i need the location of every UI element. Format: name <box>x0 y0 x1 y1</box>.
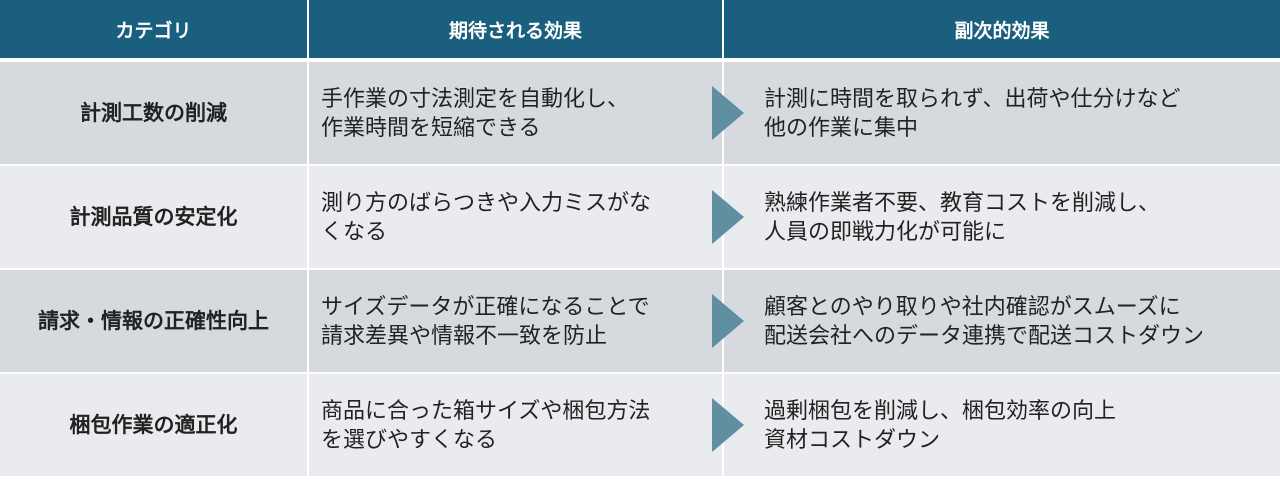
arrow-right-icon <box>712 86 744 140</box>
arrow-right-icon <box>712 190 744 244</box>
category-cell: 計測品質の安定化 <box>0 166 307 268</box>
arrow-right-icon <box>712 294 744 348</box>
expected-effect-cell: 測り方のばらつきや入力ミスがな くなる <box>309 166 722 268</box>
category-cell: 計測工数の削減 <box>0 62 307 164</box>
header-expected-effect: 期待される効果 <box>309 0 722 58</box>
expected-effect-cell: 手作業の寸法測定を自動化し、 作業時間を短縮できる <box>309 62 722 164</box>
expected-effect-cell: 商品に合った箱サイズや梱包方法 を選びやすくなる <box>309 374 722 476</box>
category-cell: 梱包作業の適正化 <box>0 374 307 476</box>
expected-effect-cell: サイズデータが正確になることで 請求差異や情報不一致を防止 <box>309 270 722 372</box>
header-side-effect: 副次的効果 <box>724 0 1280 58</box>
category-cell: 請求・情報の正確性向上 <box>0 270 307 372</box>
arrow-right-icon <box>712 398 744 452</box>
side-effect-cell: 計測に時間を取られず、出荷や仕分けなど 他の作業に集中 <box>724 62 1280 164</box>
side-effect-cell: 熟練作業者不要、教育コストを削減し、 人員の即戦力化が可能に <box>724 166 1280 268</box>
side-effect-cell: 顧客とのやり取りや社内確認がスムーズに 配送会社へのデータ連携で配送コストダウン <box>724 270 1280 372</box>
side-effect-cell: 過剰梱包を削減し、梱包効率の向上 資材コストダウン <box>724 374 1280 476</box>
header-category: カテゴリ <box>0 0 307 58</box>
